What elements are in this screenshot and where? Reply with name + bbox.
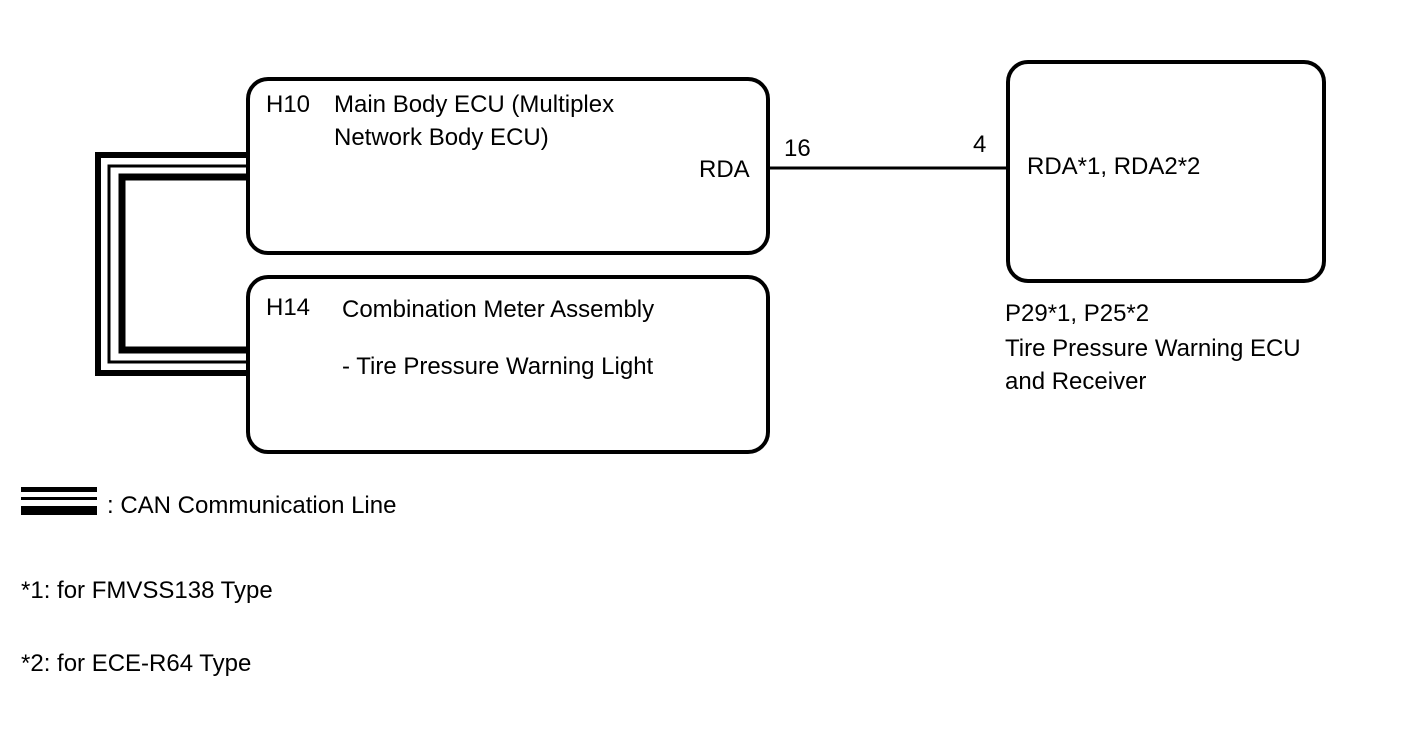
tpw-ecu-terminal: RDA*1, RDA2*2 [1027,153,1201,180]
pin-4-label: 4 [973,131,987,158]
tpw-ecu-name-line1: Tire Pressure Warning ECU [1005,335,1301,362]
can-line-mid [107,164,248,364]
can-line-inner [118,173,248,354]
combination-meter-connector: H14 [266,294,311,321]
pin-16-label: 16 [784,135,811,162]
combination-meter-name: Combination Meter Assembly [342,296,655,323]
can-legend-label: : CAN Communication Line [107,492,397,519]
tpw-ecu-box [1006,60,1326,283]
combination-meter-box [246,275,770,454]
can-legend-symbol [21,487,97,515]
can-line-outer [95,152,248,376]
main-body-ecu-connector: H10 [266,91,311,118]
note-2: *2: for ECE-R64 Type [21,650,252,677]
tire-pressure-warning-light: - Tire Pressure Warning Light [342,353,654,380]
main-body-ecu-name-line2: Network Body ECU) [334,124,549,151]
main-body-ecu-terminal: RDA [699,156,750,183]
main-body-ecu-box [246,77,770,255]
note-1: *1: for FMVSS138 Type [21,577,273,604]
main-body-ecu-name-line1: Main Body ECU (Multiplex [334,91,615,118]
tpw-ecu-connector: P29*1, P25*2 [1005,300,1150,327]
tpw-ecu-name-line2: and Receiver [1005,368,1147,395]
